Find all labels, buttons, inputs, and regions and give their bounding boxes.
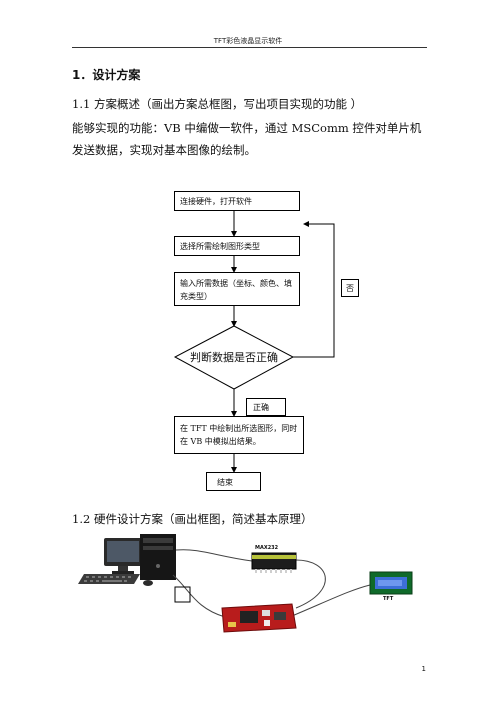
cable-pc-max232 <box>175 549 253 562</box>
cable-max232-board <box>295 559 326 609</box>
function-description: 能够实现的功能：VB 中编做一软件，通过 MSComm 控件对单片机发送数据，实… <box>72 121 422 157</box>
max232-label: MAX232 <box>255 545 279 551</box>
cable-board-tft <box>291 584 371 617</box>
header-rule <box>72 47 427 48</box>
subsection-title-2: 1.2 硬件设计方案（画出框图，简述基本原理） <box>72 512 313 526</box>
computer-icon <box>78 534 176 586</box>
subsection-title-1: 1.1 方案概述（画出方案总框图，写出项目实现的功能 ） <box>72 97 363 111</box>
tft-display-icon <box>369 571 413 595</box>
cable-pc-board <box>172 574 226 618</box>
section-heading: 1．设计方案 <box>72 68 141 82</box>
page-number: 1 <box>421 665 426 673</box>
connector-box <box>174 586 191 603</box>
page-header: TFT彩色液晶显示软件 <box>213 37 283 45</box>
mcu-board-icon <box>221 603 297 633</box>
tft-label: TFT <box>383 596 394 602</box>
max232-chip-icon <box>251 552 297 573</box>
